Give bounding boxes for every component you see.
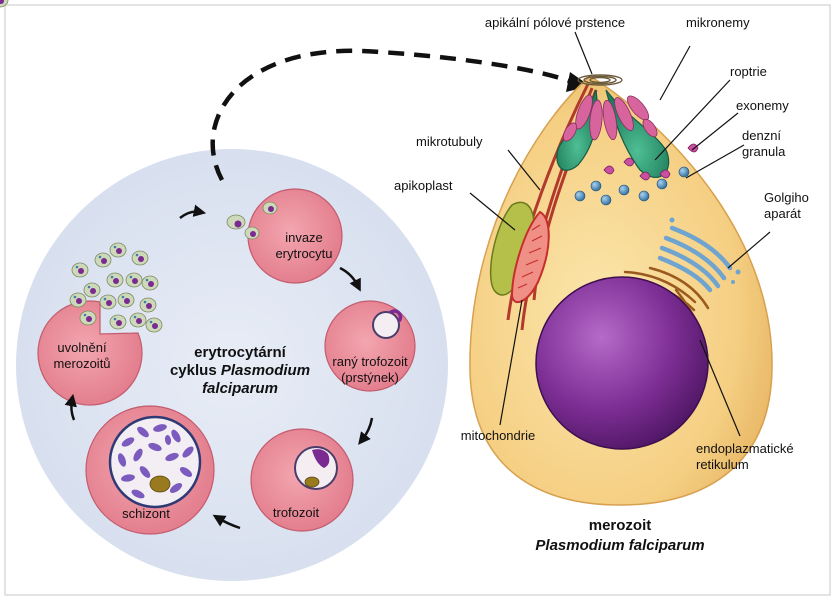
- label-apical-rings: apikální pólové prstence: [485, 15, 625, 30]
- merozoite-cell: [469, 74, 773, 506]
- label-release-1: uvolnění: [57, 340, 107, 355]
- label-schizont: schizont: [122, 506, 170, 521]
- arrow-to-ring: [339, 266, 361, 292]
- dashed-connector-arrow: [210, 48, 573, 182]
- dense-granules: [574, 166, 690, 206]
- cycle-title-line3: falciparum: [202, 380, 278, 397]
- label-invasion-1: invaze: [285, 230, 323, 245]
- label-er-2: retikulum: [696, 457, 749, 472]
- label-dense-granules-2: granula: [742, 144, 786, 159]
- arrow-to-release: [64, 393, 77, 421]
- label-golgi-1: Golgiho: [764, 190, 809, 205]
- merozoite-subtitle: Plasmodium falciparum: [535, 537, 704, 554]
- mitochondrion: [510, 210, 550, 304]
- apical-polar-rings: [577, 74, 623, 86]
- label-ring-2: (prstýnek): [341, 370, 399, 385]
- label-microtubules: mikrotubuly: [416, 134, 483, 149]
- label-rhoptries: roptrie: [730, 64, 767, 79]
- label-mitochondria: mitochondrie: [461, 428, 535, 443]
- merozoite-title: merozoit: [589, 517, 652, 534]
- stage-ring: raný trofozoit (prstýnek): [324, 300, 416, 392]
- golgi-vesicles: [669, 217, 741, 284]
- label-invasion-2: erytrocytu: [275, 246, 332, 261]
- arrow-to-trophozoite: [358, 417, 374, 445]
- arrow-to-invasion: [179, 204, 207, 219]
- label-micronemes: mikronemy: [686, 15, 750, 30]
- stage-invasion: invaze erytrocytu: [226, 188, 343, 284]
- nucleus: [535, 276, 709, 450]
- cycle-arrows: [64, 204, 374, 530]
- label-apicoplast: apikoplast: [394, 178, 453, 193]
- label-er-1: endoplazmatické: [696, 441, 794, 456]
- label-release-2: merozoitů: [53, 356, 110, 371]
- cycle-title-line1: erytrocytární: [194, 344, 287, 361]
- released-merozoites: [0, 0, 163, 333]
- golgi-apparatus: [657, 225, 733, 293]
- merozoite-labels: apikální pólové prstence mikronemy roptr…: [394, 15, 809, 472]
- label-ring-1: raný trofozoit: [332, 354, 408, 369]
- merozoite-leaders: [469, 31, 771, 437]
- stage-schizont: schizont: [85, 405, 215, 535]
- label-exonemes: exonemy: [736, 98, 789, 113]
- ruptured-erythrocyte: [37, 300, 143, 406]
- stage-release: uvolnění merozoitů: [0, 0, 163, 406]
- cycle-title-line2: cyklus Plasmodium: [170, 362, 310, 379]
- arrow-to-schizont: [212, 514, 241, 530]
- invading-merozoites: [226, 201, 278, 240]
- cycle-title: erytrocytární cyklus Plasmodium falcipar…: [170, 344, 310, 397]
- mitochondrion-cristae: [517, 224, 543, 289]
- ring-parasite: [372, 311, 400, 339]
- label-dense-granules-1: denzní: [742, 128, 781, 143]
- exonemes: [603, 143, 699, 181]
- label-golgi-2: aparát: [764, 206, 801, 221]
- stage-trophozoite: trofozoit: [250, 428, 354, 532]
- erythrocytic-cycle: invaze erytrocytu raný trofozoit (prstýn…: [0, 0, 448, 581]
- micronemes: [562, 94, 658, 142]
- label-trophozoite: trofozoit: [273, 505, 320, 520]
- schizont-merozoites: [117, 424, 194, 499]
